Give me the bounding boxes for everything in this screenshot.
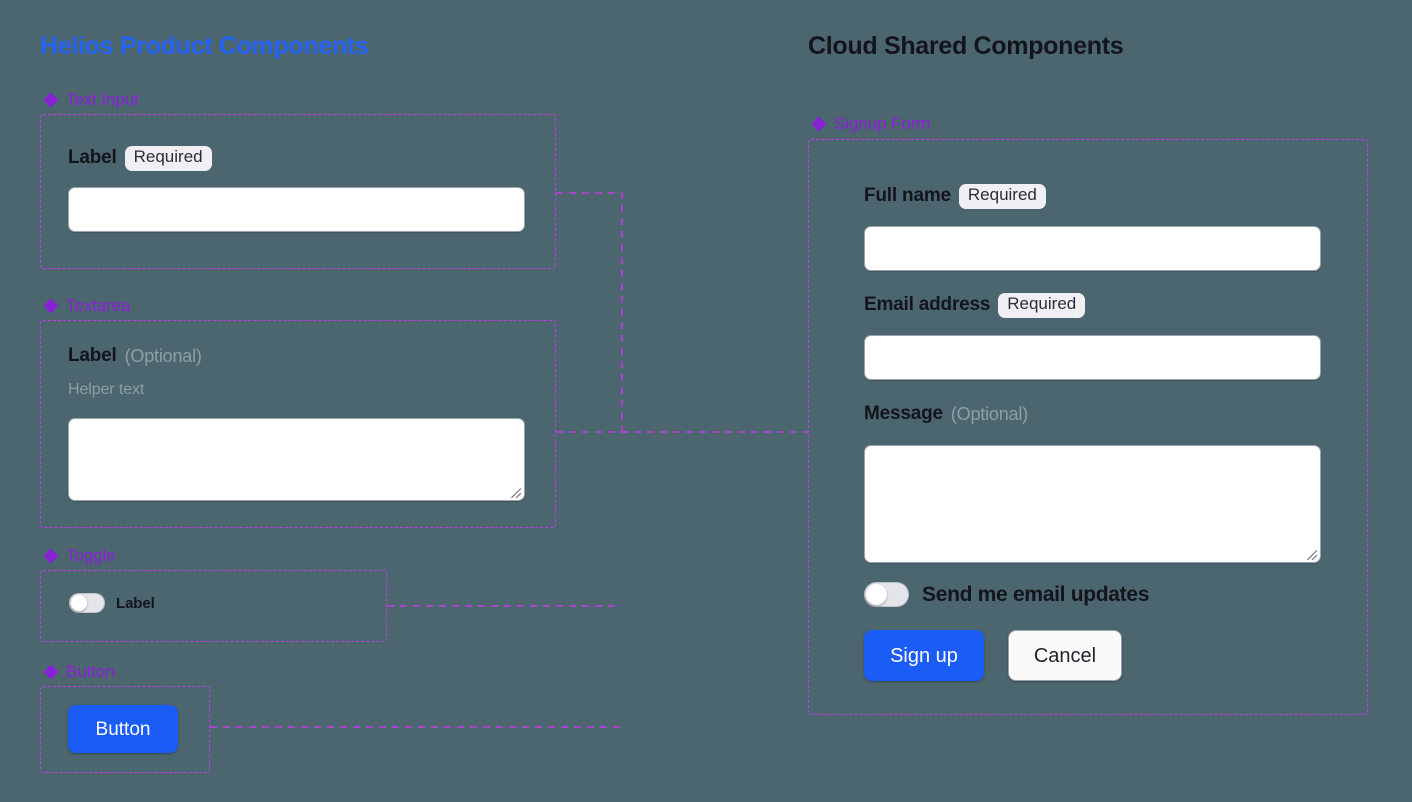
toggle-label: Label bbox=[116, 594, 155, 612]
toggle-switch[interactable] bbox=[69, 593, 105, 613]
component-box-text-input: Label Required bbox=[40, 114, 556, 269]
component-box-textarea: Label (Optional) Helper text bbox=[40, 320, 556, 528]
text-input-label: Label bbox=[68, 147, 117, 169]
textarea-wrapper bbox=[68, 418, 525, 501]
diamond-cluster-icon bbox=[812, 116, 827, 131]
text-input-label-row: Label Required bbox=[68, 146, 212, 171]
email-input[interactable] bbox=[864, 335, 1321, 380]
section-header-textarea: Textarea bbox=[44, 296, 131, 316]
diamond-cluster-icon bbox=[44, 548, 59, 563]
section-header-text-input: Text Input bbox=[44, 90, 139, 110]
toggle-knob bbox=[866, 584, 887, 605]
connector-text-input bbox=[556, 192, 623, 432]
message-textarea-wrapper bbox=[864, 445, 1321, 563]
section-label: Text Input bbox=[66, 90, 139, 109]
right-panel-title: Cloud Shared Components bbox=[808, 32, 1124, 60]
required-badge: Required bbox=[998, 293, 1086, 318]
left-panel-title: Helios Product Components bbox=[40, 32, 369, 60]
textarea-optional-tag: (Optional) bbox=[124, 345, 202, 366]
section-label: Signup Form bbox=[834, 114, 931, 133]
textarea-label-row: Label (Optional) bbox=[68, 345, 202, 367]
cancel-button[interactable]: Cancel bbox=[1008, 630, 1122, 681]
toggle-knob bbox=[71, 595, 87, 611]
required-badge: Required bbox=[958, 184, 1046, 209]
component-box-button: Button bbox=[40, 686, 210, 773]
required-badge: Required bbox=[124, 146, 212, 171]
message-label: Message bbox=[864, 403, 943, 424]
demo-button[interactable]: Button bbox=[68, 705, 178, 753]
section-header-button: Button bbox=[44, 662, 115, 682]
section-label: Toggle bbox=[66, 546, 116, 565]
component-box-signup-form: Full name Required Email address Require… bbox=[808, 139, 1368, 715]
textarea-field[interactable] bbox=[68, 418, 525, 501]
full-name-input[interactable] bbox=[864, 226, 1321, 271]
email-updates-toggle-row[interactable]: Send me email updates bbox=[864, 582, 1149, 607]
full-name-label: Full name bbox=[864, 185, 951, 207]
diamond-cluster-icon bbox=[44, 664, 59, 679]
sign-up-button[interactable]: Sign up bbox=[864, 630, 984, 681]
diamond-cluster-icon bbox=[44, 298, 59, 313]
section-header-toggle: Toggle bbox=[44, 546, 116, 566]
section-header-signup-form: Signup Form bbox=[812, 114, 930, 134]
full-name-label-row: Full name Required bbox=[864, 184, 1046, 209]
message-optional-tag: (Optional) bbox=[950, 403, 1028, 424]
message-label-row: Message (Optional) bbox=[864, 403, 1028, 425]
section-label: Button bbox=[66, 662, 115, 681]
component-box-toggle: Label bbox=[40, 570, 387, 642]
textarea-label: Label bbox=[68, 345, 117, 366]
email-updates-toggle[interactable] bbox=[864, 582, 909, 607]
email-updates-label: Send me email updates bbox=[922, 582, 1150, 606]
text-input-field[interactable] bbox=[68, 187, 525, 232]
section-label: Textarea bbox=[66, 296, 131, 315]
email-label-row: Email address Required bbox=[864, 293, 1086, 318]
toggle-row[interactable]: Label bbox=[69, 593, 155, 613]
textarea-helper-text: Helper text bbox=[68, 381, 145, 398]
message-textarea[interactable] bbox=[864, 445, 1321, 563]
email-label: Email address bbox=[864, 294, 991, 316]
diamond-cluster-icon bbox=[44, 92, 59, 107]
